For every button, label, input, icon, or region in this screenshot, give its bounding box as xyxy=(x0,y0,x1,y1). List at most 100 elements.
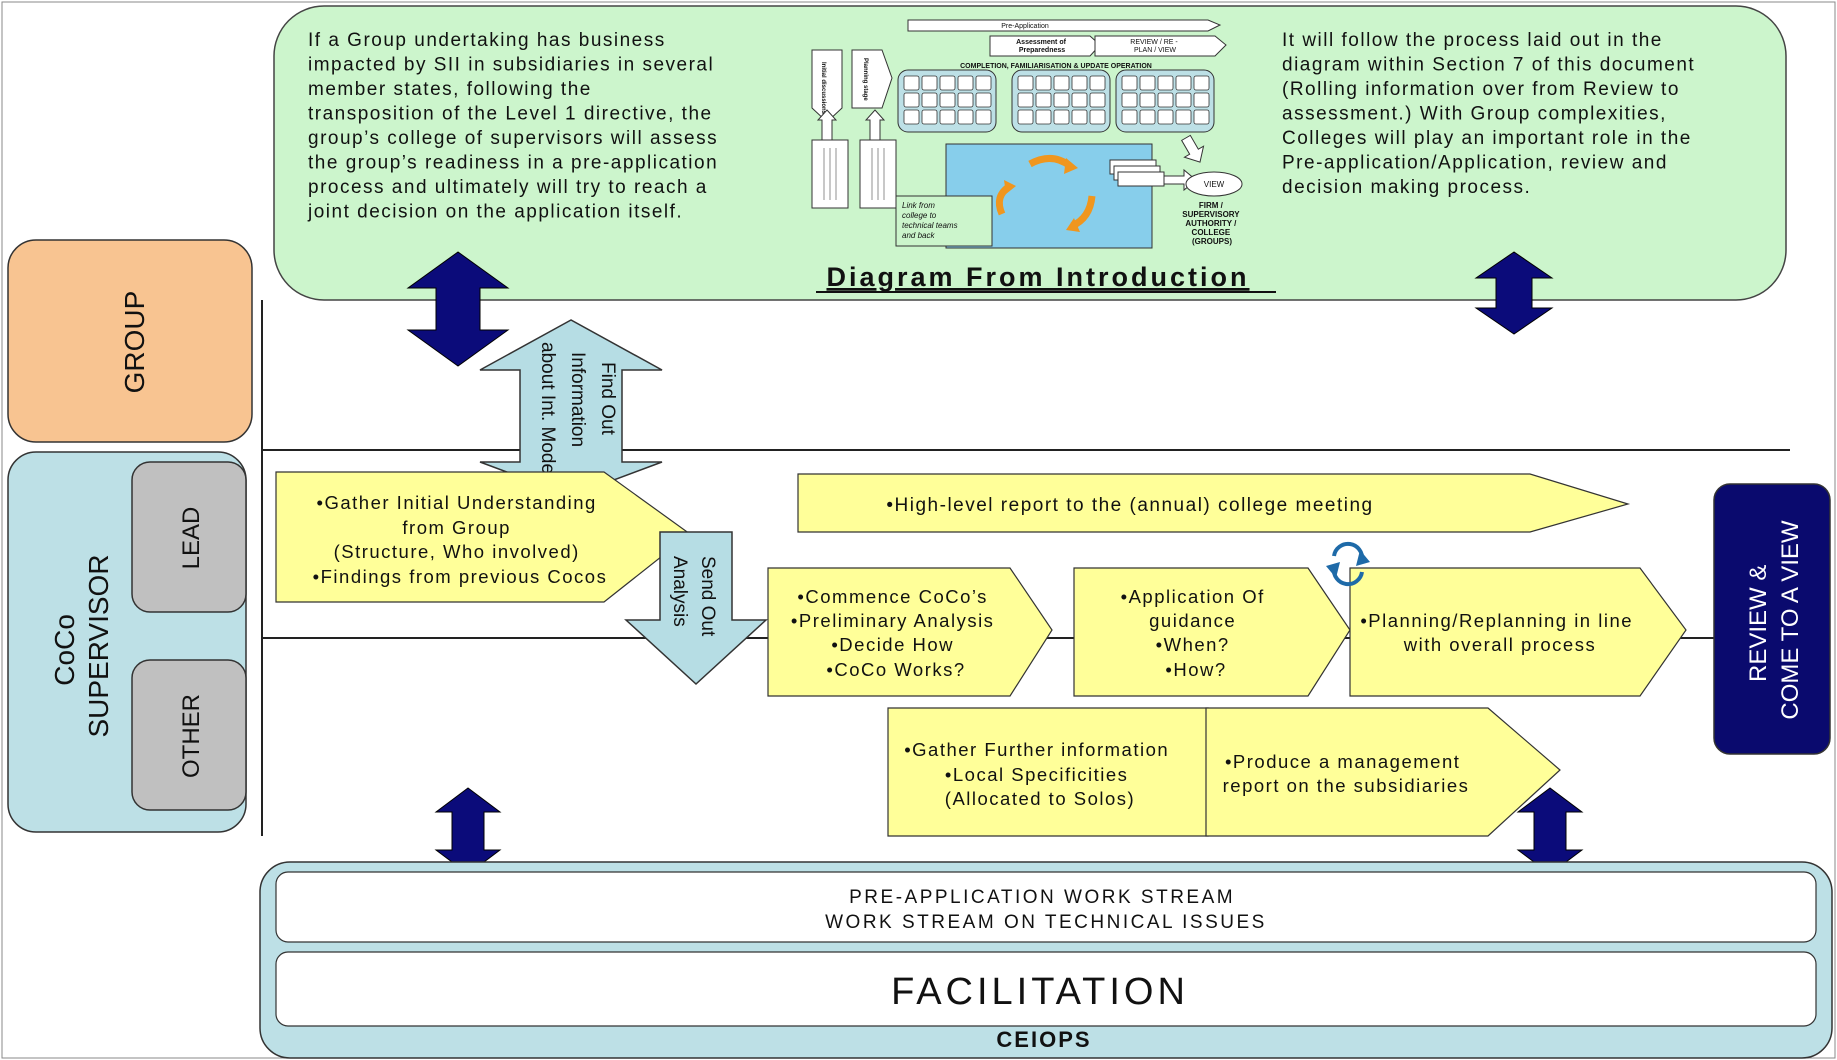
mini-assessment-label: Assessment of Preparedness xyxy=(1016,39,1068,54)
mini-down-arrow xyxy=(1180,134,1205,163)
mini-grid-cell xyxy=(1121,75,1138,91)
gather-initial-text: •Gather Initial Understanding from Group… xyxy=(313,492,608,587)
mini-grid-cell xyxy=(1089,109,1106,125)
other-label: OTHER xyxy=(178,694,205,778)
gather-initial-arrow xyxy=(275,471,691,603)
mini-grid-panels xyxy=(897,69,1215,133)
intro-left-text: If a Group undertaking has business impa… xyxy=(307,30,725,223)
mini-grid-cell xyxy=(975,92,992,108)
planning-text: •Planning/Replanning in line with overal… xyxy=(1360,610,1639,655)
mini-grid-cell xyxy=(1017,109,1034,125)
application-arrow xyxy=(1073,567,1351,697)
high-level-arrow xyxy=(797,473,1631,533)
review-panel: REVIEW & COME TO A VIEW xyxy=(1713,483,1831,755)
mini-grid-cell xyxy=(1193,92,1210,108)
coco-lane-label: CoCo SUPERVISOR LEAD OTHER xyxy=(7,451,247,833)
mini-grid-cell xyxy=(1121,92,1138,108)
mini-grid-cell xyxy=(939,92,956,108)
ceiops-label: CEIOPS xyxy=(996,1027,1091,1052)
mini-grid-cell xyxy=(1017,92,1034,108)
mini-grid-cell xyxy=(939,109,956,125)
mini-review-arrow xyxy=(1094,35,1227,57)
mini-grid-cell xyxy=(903,109,920,125)
gather-further-text: •Gather Further information •Local Speci… xyxy=(904,739,1176,809)
mini-grid-cell xyxy=(975,109,992,125)
produce-arrow xyxy=(1205,707,1561,837)
mini-link-label: Link from college to technical teams and… xyxy=(902,201,960,240)
coco-label: CoCo SUPERVISOR xyxy=(49,554,114,737)
mini-grid-cell xyxy=(921,75,938,91)
mini-preapp-arrow xyxy=(907,19,1222,32)
mini-grid-cell xyxy=(1175,109,1192,125)
mini-grid-cell xyxy=(921,109,938,125)
planning-arrow xyxy=(1349,567,1687,697)
mini-grid-cell xyxy=(1139,92,1156,108)
mini-review-label: REVIEW / RE - PLAN / VIEW xyxy=(1130,39,1179,54)
mini-grid-cell xyxy=(1071,75,1088,91)
mini-planning-label: Planning stage xyxy=(862,58,868,101)
navy-double-arrow-4 xyxy=(1516,787,1584,875)
mini-grid-cell xyxy=(1175,75,1192,91)
mini-grid-cell xyxy=(921,92,938,108)
mini-grid-cell xyxy=(1035,109,1052,125)
mini-initial-label: Initial discussions xyxy=(820,62,826,115)
mini-firm-label: FIRM / SUPERVISORY AUTHORITY / COLLEGE (… xyxy=(1182,201,1241,246)
application-text: •Application Of guidance •When? •How? xyxy=(1121,586,1272,680)
mini-grid-cell xyxy=(1053,92,1070,108)
find-out-label: Find Out Information about Int. Model xyxy=(537,342,618,478)
send-out-arrow xyxy=(624,531,768,686)
mini-grid-cell xyxy=(957,109,974,125)
intro-caption: Diagram From Introduction xyxy=(826,262,1249,292)
mini-grid-cell xyxy=(1121,109,1138,125)
mini-cycle-head-right xyxy=(1066,218,1080,232)
mini-grid-cell xyxy=(1157,109,1174,125)
step-gather-initial: •Gather Initial Understanding from Group… xyxy=(275,471,691,603)
step-high-level: •High-level report to the (annual) colle… xyxy=(797,473,1631,533)
group-lane-label: GROUP xyxy=(7,239,253,443)
mini-grid-cell xyxy=(1193,75,1210,91)
step-commence: •Commence CoCo’s •Preliminary Analysis •… xyxy=(767,567,1053,697)
mini-grid-cell xyxy=(1017,75,1034,91)
mini-grid-cell xyxy=(957,92,974,108)
mini-up-arrow-1 xyxy=(816,109,838,141)
mini-grid-cell xyxy=(1089,92,1106,108)
mini-grid-cell xyxy=(939,75,956,91)
mini-grid-cell xyxy=(1035,75,1052,91)
mini-grid-cell xyxy=(1175,92,1192,108)
refresh-cycle-icon xyxy=(1326,541,1370,587)
mini-grid-cell xyxy=(1035,92,1052,108)
intro-panel: If a Group undertaking has business impa… xyxy=(273,5,1787,301)
mini-grid-cell xyxy=(975,75,992,91)
high-level-text: •High-level report to the (annual) colle… xyxy=(886,495,1373,516)
mini-link-box xyxy=(895,195,993,247)
mini-initial-box xyxy=(811,49,843,123)
review-box xyxy=(1713,483,1831,755)
step-produce: •Produce a management report on the subs… xyxy=(1205,707,1561,837)
mini-grid-cell xyxy=(1139,75,1156,91)
commence-text: •Commence CoCo’s •Preliminary Analysis •… xyxy=(791,586,1001,680)
mini-planning-box xyxy=(851,49,893,109)
mini-grid-cell xyxy=(1071,92,1088,108)
mini-cycle-head-left xyxy=(1004,180,1016,194)
ceiops-panel: PRE-APPLICATION WORK STREAM WORK STREAM … xyxy=(259,861,1833,1059)
mini-grid-cell xyxy=(1193,109,1210,125)
mini-completion-label: COMPLETION, FAMILIARISATION & UPDATE OPE… xyxy=(960,63,1152,70)
mini-sheet-3 xyxy=(1117,171,1165,187)
group-box xyxy=(7,239,253,443)
step-planning: •Planning/Replanning in line with overal… xyxy=(1326,541,1687,697)
produce-text: •Produce a management report on the subs… xyxy=(1223,751,1470,796)
review-label: REVIEW & COME TO A VIEW xyxy=(1745,520,1804,720)
mini-grid-cell xyxy=(903,92,920,108)
group-label: GROUP xyxy=(119,291,150,394)
mini-view-ellipse xyxy=(1185,171,1243,197)
navy-double-arrow-1 xyxy=(406,251,510,367)
mini-note-lines xyxy=(823,148,885,200)
mini-grid-cell xyxy=(1071,109,1088,125)
lead-label: LEAD xyxy=(178,507,205,570)
send-out-arrow-group: Send Out Analysis xyxy=(624,531,768,686)
navy-double-arrows xyxy=(406,251,1584,875)
mini-grid-cell xyxy=(1157,75,1174,91)
mini-grid-cell xyxy=(957,75,974,91)
mini-grid-cell xyxy=(1053,109,1070,125)
